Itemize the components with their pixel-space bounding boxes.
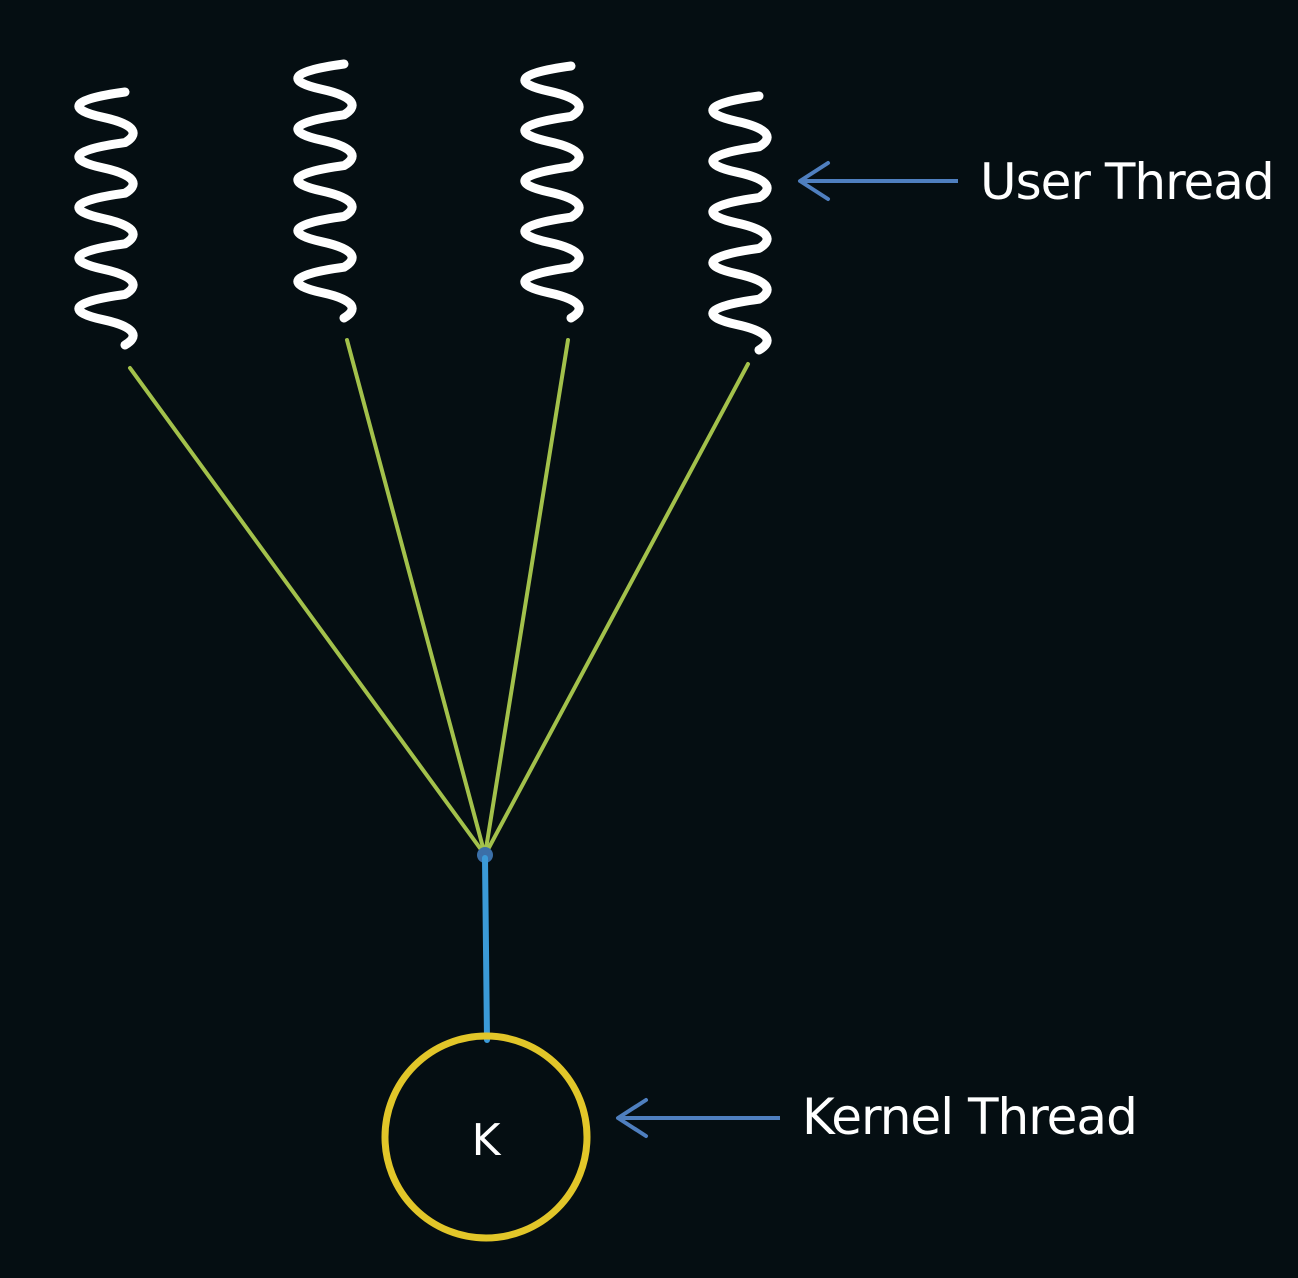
user-threads-group xyxy=(74,59,772,355)
kernel-thread-symbol: K xyxy=(472,1115,502,1166)
kernel-thread-label: Kernel Thread xyxy=(802,1088,1137,1146)
user-thread-arrow xyxy=(798,161,958,201)
kernel-thread-circle xyxy=(381,1032,591,1242)
user-thread-1-icon xyxy=(74,87,138,350)
mapping-line-3 xyxy=(483,338,570,857)
mapping-line-1 xyxy=(128,366,487,857)
mapping-line-4 xyxy=(483,362,750,857)
user-thread-2-icon xyxy=(293,59,357,323)
user-thread-4-icon xyxy=(708,91,772,355)
mapping-line-2 xyxy=(345,338,487,857)
user-thread-label: User Thread xyxy=(980,153,1274,211)
kernel-link-line xyxy=(482,855,490,1043)
kernel-thread-arrow xyxy=(616,1098,780,1138)
mapping-lines-group xyxy=(128,338,750,857)
user-thread-3-icon xyxy=(520,61,584,323)
junction-point xyxy=(477,847,493,863)
